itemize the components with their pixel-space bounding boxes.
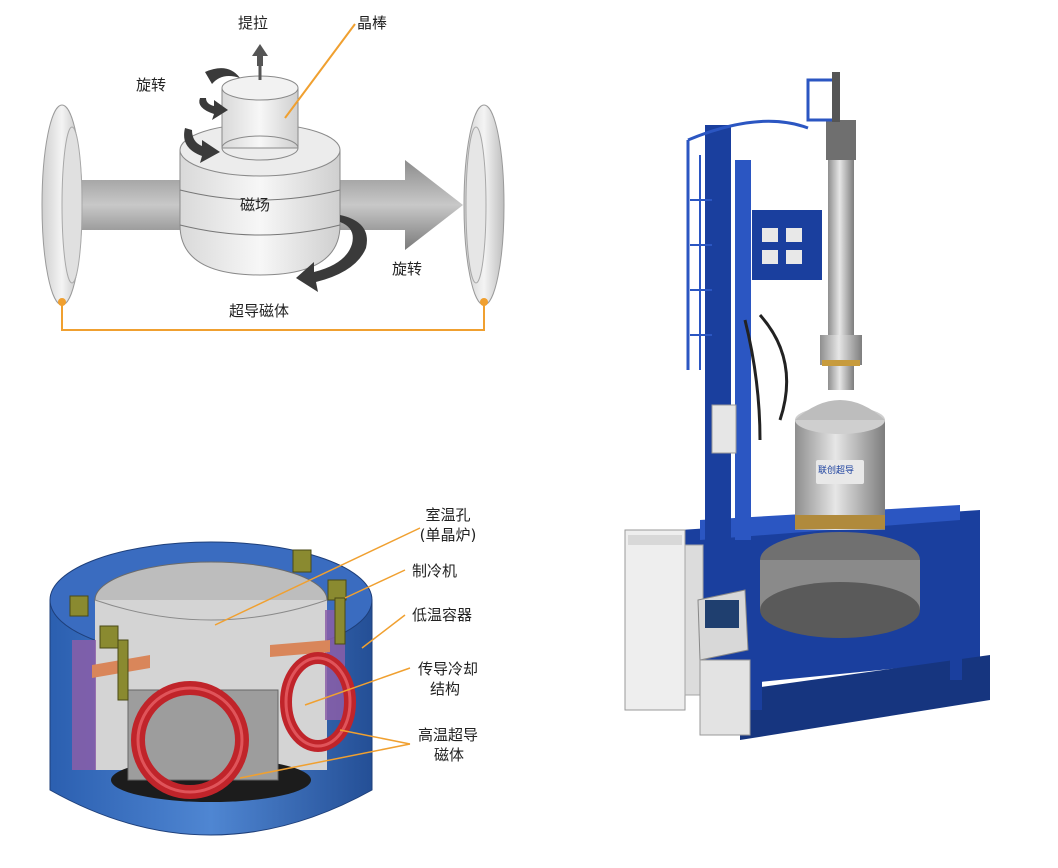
hts-magnet-label-2: 磁体 — [434, 746, 465, 764]
room-temp-bore-label: 室温孔 — [425, 506, 471, 524]
rotate-label-left: 旋转 — [136, 76, 167, 94]
conduction-cooling-label-1: 传导冷却 — [418, 660, 479, 678]
pull-label: 提拉 — [238, 14, 269, 32]
room-temp-bore-sub-label: (单晶炉) — [419, 526, 477, 544]
machine-logo-text: 联创超导 — [818, 466, 855, 476]
magnetic-czochralski-diagram — [41, 23, 505, 331]
mcz-furnace-photo — [624, 72, 990, 740]
hts-magnet-cutaway — [49, 527, 421, 836]
rotate-label-right: 旋转 — [392, 260, 423, 278]
conduction-cooling-label-2: 结构 — [430, 680, 461, 698]
cryostat-label: 低温容器 — [412, 606, 473, 624]
machine-logo — [816, 460, 864, 484]
magnetic-field-label: 磁场 — [240, 196, 271, 214]
refrigerator-label: 制冷机 — [412, 562, 458, 580]
superconducting-magnet-label: 超导磁体 — [229, 302, 290, 320]
hts-magnet-label-1: 高温超导 — [418, 726, 479, 744]
crystal-rod-label: 晶棒 — [357, 14, 388, 32]
